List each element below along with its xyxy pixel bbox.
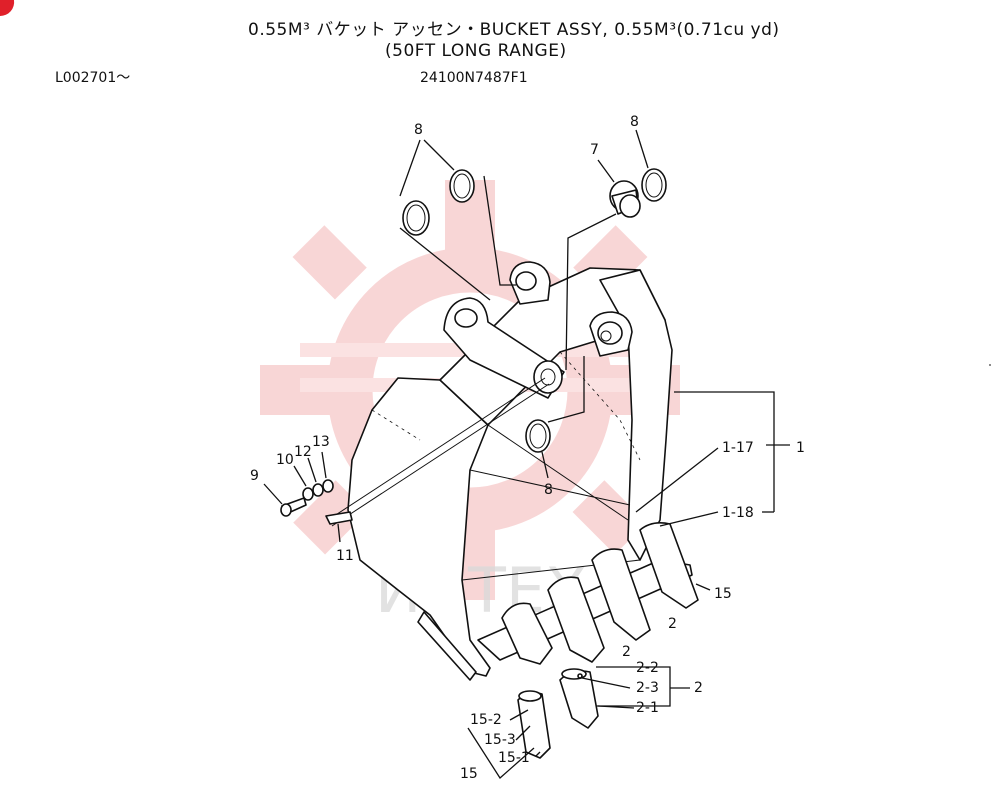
part-number: 24100N7487F1 (420, 70, 528, 86)
callout-2-1: 2-1 (636, 700, 659, 716)
title-line-1: 0.55M³ バケット アッセン・BUCKET ASSY, 0.55M³(0.7… (248, 20, 780, 40)
callout-8-bottom: 8 (544, 482, 553, 498)
callout-15-2: 15-2 (470, 712, 502, 728)
callout-8-top-right: 8 (630, 114, 639, 130)
callout-13: 13 (312, 434, 330, 450)
callout-15-1: 15-1 (498, 750, 530, 766)
callout-1-18: 1-18 (722, 505, 754, 521)
corner-mark (0, 0, 15, 17)
leader-lines (263, 129, 790, 779)
washer-12 (312, 483, 324, 497)
pin-11 (325, 377, 550, 527)
bucket-teeth (501, 522, 699, 665)
callout-15-3: 15-3 (484, 732, 516, 748)
bushing-7 (609, 180, 641, 218)
title-line-2: (50FT LONG RANGE) (385, 41, 567, 61)
ring-13 (322, 479, 334, 493)
callout-2-a: 2 (668, 616, 677, 632)
callout-15-group: 15 (460, 766, 478, 782)
callout-7: 7 (590, 142, 599, 158)
callout-8-top-left: 8 (414, 122, 423, 138)
scan-dot (989, 364, 991, 366)
tooth-15-exploded (517, 690, 551, 759)
tooth-2-exploded (559, 668, 599, 729)
bolt-9 (280, 497, 307, 517)
bucket-body (347, 267, 693, 681)
callout-12: 12 (294, 444, 312, 460)
callout-2-b: 2 (622, 644, 631, 660)
serial-from: L002701～ (55, 70, 130, 86)
callout-10: 10 (276, 452, 294, 468)
callout-1-17: 1-17 (722, 440, 754, 456)
callout-2-2: 2-2 (636, 660, 659, 676)
callout-2-3: 2-3 (636, 680, 659, 696)
washer-10 (302, 487, 314, 501)
callout-11: 11 (336, 548, 354, 564)
callout-15-right: 15 (714, 586, 732, 602)
callout-2-group: 2 (694, 680, 703, 696)
callout-9: 9 (250, 468, 259, 484)
boss-lugs (443, 261, 633, 399)
callout-1: 1 (796, 440, 805, 456)
